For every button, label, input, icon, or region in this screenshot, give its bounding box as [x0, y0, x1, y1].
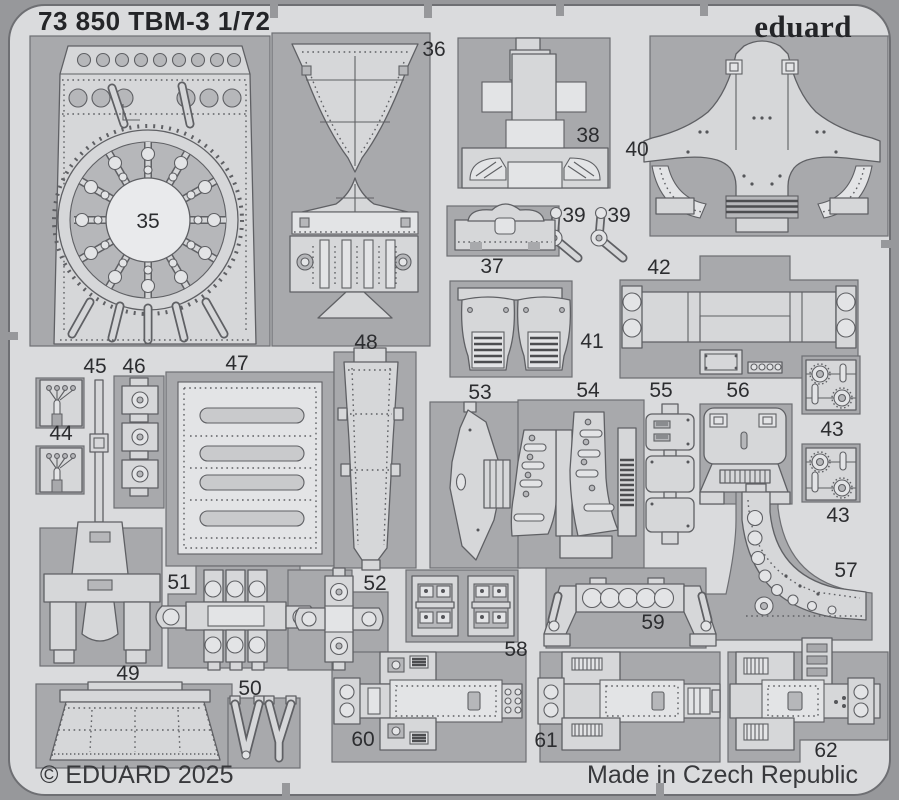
part-label-45: 45	[83, 355, 106, 378]
part-56-artwork	[699, 407, 791, 505]
part-41-artwork	[457, 287, 572, 371]
part-label-47: 47	[225, 352, 248, 375]
part-49-artwork	[49, 681, 221, 761]
part-62-artwork	[729, 637, 881, 751]
part-label-42: 42	[647, 256, 670, 279]
part-label-43: 43	[820, 418, 843, 441]
part-label-50: 50	[238, 677, 261, 700]
part-label-59: 59	[641, 611, 664, 634]
part-label-40: 40	[625, 138, 648, 161]
seat-right	[516, 296, 572, 371]
copyright-text: © EDUARD 2025	[40, 761, 234, 789]
brand-logo: eduard	[754, 9, 852, 44]
part-60-artwork	[333, 651, 523, 751]
part-labels-layer: 35 36 37 38 39 39 40 41 42 43 43 44 45 46 47 48 49 50 51 52…	[49, 38, 857, 762]
part-label-39: 39	[562, 204, 585, 227]
part-label-43: 43	[826, 504, 849, 527]
part-label-58: 58	[504, 638, 527, 661]
part-label-36: 36	[422, 38, 445, 61]
part-38-artwork	[461, 37, 609, 189]
sheet-title: 73 850 TBM-3 1/72	[38, 6, 271, 36]
part-57-artwork	[741, 483, 867, 621]
part-label-49: 49	[116, 662, 139, 685]
frame-slits	[8, 4, 891, 796]
part-44-artwork	[39, 379, 83, 493]
part-53-artwork	[449, 401, 511, 561]
part-54-artwork	[510, 411, 637, 559]
part-43-artwork	[805, 359, 857, 501]
part-35-artwork	[52, 45, 257, 345]
part-55-artwork	[645, 403, 695, 545]
part-label-44: 44	[49, 422, 73, 445]
part-label-56: 56	[726, 379, 749, 402]
part-label-51: 51	[167, 571, 190, 594]
part-label-57: 57	[834, 559, 857, 582]
part-label-55: 55	[649, 379, 672, 402]
part-42-artwork	[621, 285, 857, 375]
part-37-artwork	[454, 203, 556, 251]
part-47-artwork	[177, 381, 323, 555]
part-label-41: 41	[580, 330, 603, 353]
seat-left	[460, 296, 516, 371]
part-46-artwork	[121, 377, 159, 497]
part-36-artwork	[289, 43, 419, 319]
part-50-artwork	[229, 695, 297, 763]
part-48-artwork	[337, 347, 404, 571]
part-61-artwork	[537, 651, 721, 751]
part-label-39: 39	[607, 204, 630, 227]
part-40-artwork	[643, 40, 881, 233]
part-label-61: 61	[534, 729, 557, 752]
part-51-artwork	[155, 569, 317, 671]
part-45-artwork	[43, 379, 161, 664]
part-52-artwork	[294, 567, 384, 671]
part-label-53: 53	[468, 381, 491, 404]
part-label-35: 35	[136, 210, 159, 233]
part-58-artwork	[411, 575, 515, 637]
part-label-48: 48	[354, 331, 377, 354]
part-label-38: 38	[576, 124, 599, 147]
made-in-text: Made in Czech Republic	[587, 761, 858, 789]
part-label-46: 46	[122, 355, 145, 378]
part-label-62: 62	[814, 739, 837, 762]
part-59-artwork	[543, 577, 717, 647]
part-label-37: 37	[480, 255, 503, 278]
part-label-52: 52	[363, 572, 386, 595]
part-label-60: 60	[351, 728, 374, 751]
part-label-54: 54	[576, 379, 600, 402]
